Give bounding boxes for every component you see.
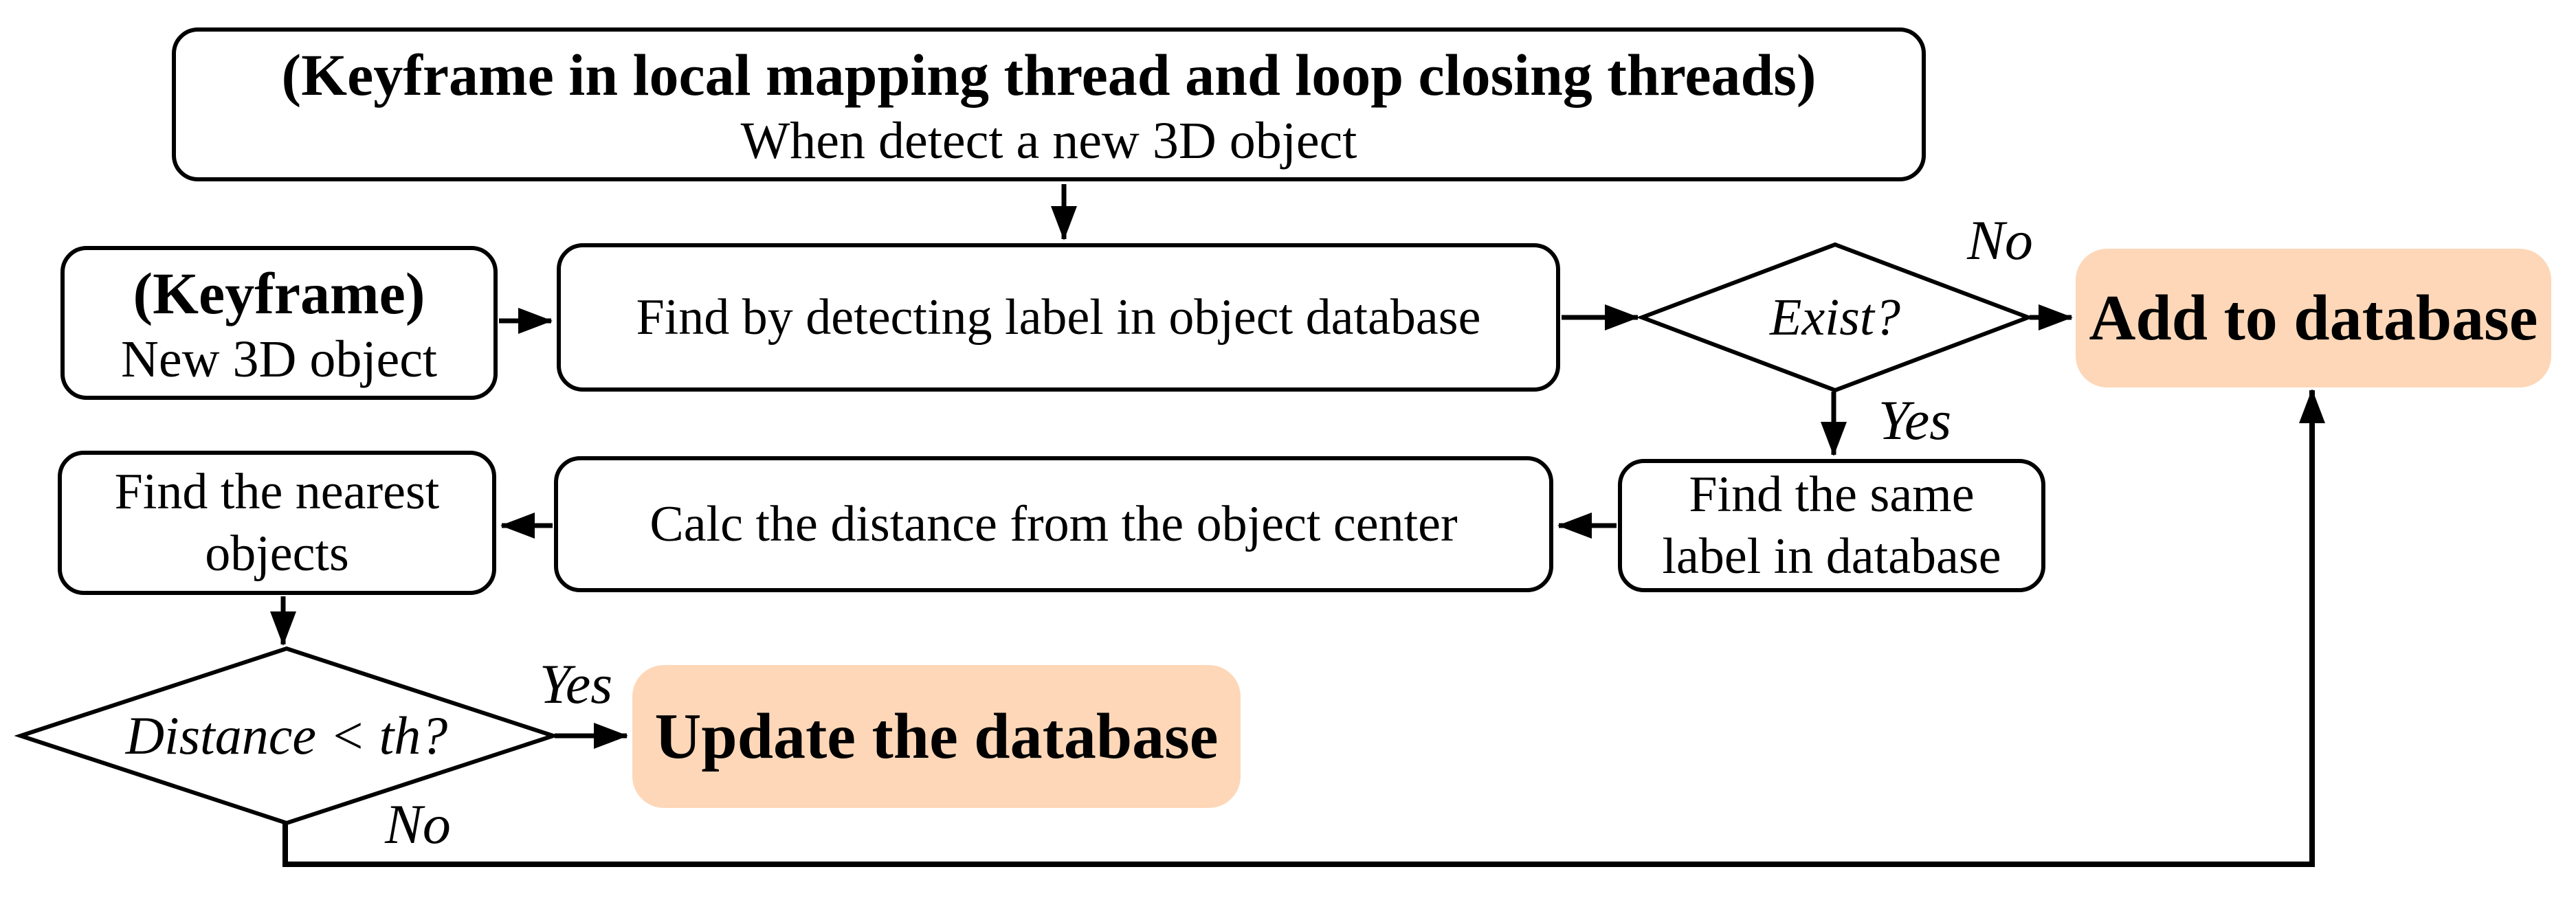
edge-distance-no-to-add [282, 389, 2325, 867]
find-same-label-node: Find the same label in database [1618, 459, 2045, 592]
calc-distance-node: Calc the distance from the object center [554, 456, 1553, 592]
keyframe-node: (Keyframe) New 3D object [60, 246, 498, 400]
exist-yes-branch-label: Yes [1878, 389, 1952, 451]
start-node-title: (Keyframe in local mapping thread and lo… [281, 41, 1817, 108]
keyframe-node-subtitle: New 3D object [120, 330, 438, 389]
start-node: (Keyframe in local mapping thread and lo… [172, 27, 1926, 181]
exist-decision-diamond [1636, 242, 2034, 393]
exist-decision-label: Exist? [1770, 288, 1900, 346]
add-to-database-node: Add to database [2076, 249, 2551, 387]
distance-decision-diamond [14, 646, 560, 826]
update-database-node: Update the database [632, 665, 1241, 808]
distance-yes-branch-label: Yes [539, 653, 613, 715]
find-label-node: Find by detecting label in object databa… [557, 243, 1560, 392]
distance-decision-label: Distance < th? [125, 706, 448, 765]
keyframe-node-title: (Keyframe) [133, 260, 425, 326]
exist-no-branch-label: No [1967, 209, 2033, 271]
distance-no-branch-label: No [385, 793, 451, 855]
find-nearest-node: Find the nearest objects [58, 451, 496, 595]
start-node-subtitle: When detect a new 3D object [740, 112, 1357, 170]
